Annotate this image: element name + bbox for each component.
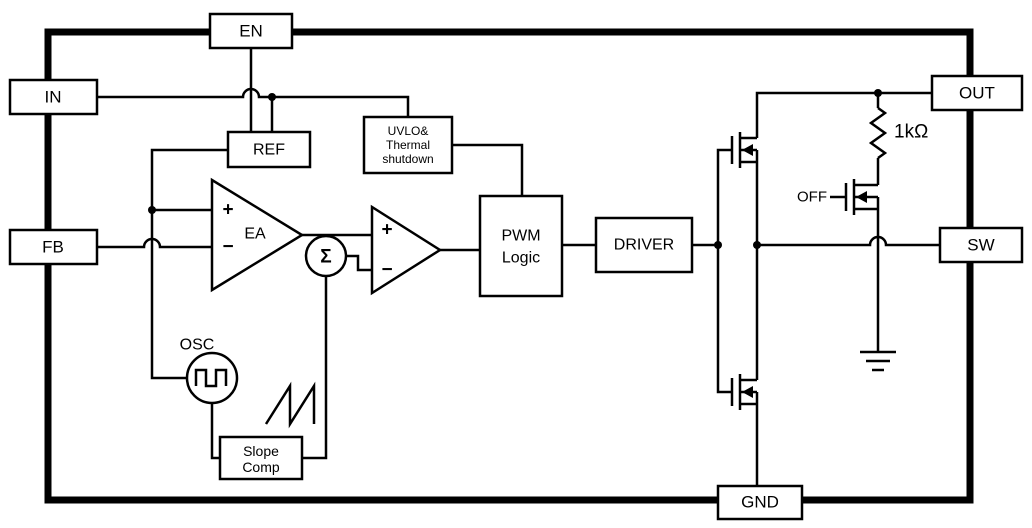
junction-dot-out-resistor bbox=[874, 89, 882, 97]
pin-in-label: IN bbox=[45, 88, 62, 107]
slope-comp-label-line1: Slope bbox=[243, 443, 279, 459]
uvlo-label-line1: UVLO& bbox=[388, 124, 429, 138]
error-amplifier-label: EA bbox=[244, 226, 266, 243]
pin-gnd-label: GND bbox=[741, 493, 779, 512]
ic-outline bbox=[44, 28, 974, 504]
wire-sw-line bbox=[757, 235, 940, 247]
summing-node-label: Σ bbox=[320, 247, 331, 268]
wire-gate-bus bbox=[716, 148, 732, 394]
uvlo-label-line2: Thermal bbox=[386, 138, 430, 152]
square-wave-icon bbox=[194, 368, 228, 388]
pin-in bbox=[8, 78, 99, 116]
junction-dot-driver-gates bbox=[714, 241, 722, 249]
resistor-zigzag bbox=[868, 106, 888, 160]
pin-en-label: EN bbox=[239, 22, 263, 41]
block-slope-comp bbox=[218, 435, 304, 481]
ea-minus-sign: − bbox=[222, 237, 233, 258]
comparator-minus-sign: − bbox=[381, 260, 392, 281]
wire-summer-to-comparator bbox=[346, 254, 372, 272]
block-pwm-logic bbox=[478, 194, 564, 298]
comparator-plus-sign: + bbox=[381, 220, 392, 241]
hs-body-arrow-icon bbox=[742, 144, 753, 156]
wire-hs-drain-to-out bbox=[755, 91, 932, 138]
wire-uvlo-to-pwm bbox=[452, 143, 524, 196]
low-side-mosfet bbox=[730, 374, 757, 410]
wire-in-to-uvlo bbox=[97, 87, 410, 117]
pin-en bbox=[208, 12, 294, 50]
slope-comp-label-line2: Comp bbox=[242, 459, 280, 475]
sawtooth-icon bbox=[264, 381, 316, 429]
wire-ref-to-osc bbox=[150, 148, 228, 380]
ground-icon bbox=[860, 350, 896, 372]
off-body-arrow-icon bbox=[856, 191, 867, 203]
wire-slope-to-summer bbox=[302, 276, 328, 460]
junction-dot-sw bbox=[753, 241, 761, 249]
ea-plus-sign: + bbox=[222, 200, 233, 221]
wire-osc-to-slope bbox=[210, 403, 220, 460]
summing-node-circle bbox=[304, 234, 348, 278]
pin-fb bbox=[8, 228, 99, 266]
high-side-mosfet bbox=[730, 132, 757, 168]
off-discharge-mosfet bbox=[844, 179, 878, 215]
resistor-value-label: 1kΩ bbox=[894, 122, 928, 143]
wire-fb-to-ea-minus bbox=[97, 237, 212, 249]
junction-dot-in-ref bbox=[268, 93, 276, 101]
pin-out-label: OUT bbox=[959, 84, 995, 103]
oscillator-label: OSC bbox=[180, 337, 215, 354]
pin-sw-label: SW bbox=[967, 236, 994, 255]
driver-label: DRIVER bbox=[614, 237, 674, 254]
pwm-comparator-triangle bbox=[370, 204, 443, 296]
pwm-logic-label-line1: PWM bbox=[501, 228, 540, 245]
ls-body-arrow-icon bbox=[742, 386, 753, 398]
junction-dot-ref-ea bbox=[148, 206, 156, 214]
error-amplifier-triangle bbox=[210, 177, 305, 293]
block-uvlo-thermal bbox=[362, 115, 454, 175]
pin-out bbox=[930, 74, 1024, 112]
block-driver bbox=[594, 216, 694, 274]
pin-fb-label: FB bbox=[42, 238, 64, 257]
off-label: OFF bbox=[797, 189, 827, 206]
pin-gnd bbox=[716, 484, 804, 521]
block-ref bbox=[226, 130, 312, 169]
oscillator-circle bbox=[185, 351, 239, 405]
ref-label: REF bbox=[253, 142, 285, 159]
pin-sw bbox=[938, 226, 1024, 264]
pwm-logic-label-line2: Logic bbox=[502, 250, 540, 267]
uvlo-label-line3: shutdown bbox=[382, 152, 433, 166]
